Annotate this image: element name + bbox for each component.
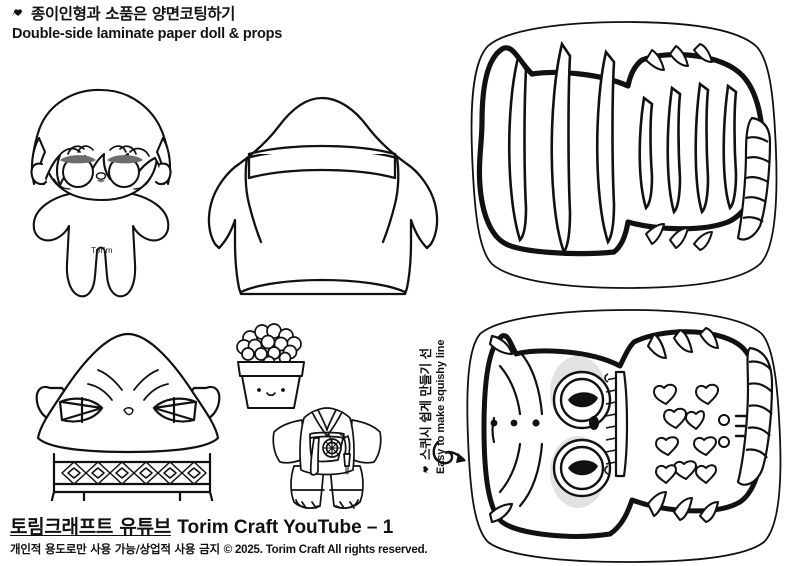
piece-hanbok: [272, 407, 382, 509]
squishy-note: 스퀴시 쉽게 만들기 선 Easy to make squishy line: [418, 304, 482, 474]
header-english-text: Double-side laminate paper doll & props: [12, 26, 283, 42]
footer-title: 토림크래프트 유튜브 Torim Craft YouTube – 1: [10, 515, 427, 540]
piece-squishy-face: [466, 309, 782, 563]
piece-squishy-body: [470, 21, 778, 289]
header-note: 종이인형과 소품은 양면코팅하기 Double-side laminate pa…: [12, 4, 432, 44]
footer-subtitle: 개인적 용도로만 사용 가능/상업적 사용 금지 © 2025. Torim C…: [10, 541, 428, 558]
squishy-note-korean-line: 스퀴시 쉽게 만들기 선: [418, 304, 434, 474]
footer: 토림크래프트 유튜브 Torim Craft YouTube – 1 개인적 용…: [10, 515, 428, 558]
piece-hoodie: [207, 96, 439, 296]
piece-flower-pot: [236, 323, 305, 409]
piece-tiger-hood: [35, 332, 221, 501]
header-korean-text: 종이인형과 소품은 양면코팅하기: [31, 5, 236, 23]
header-korean-line: 종이인형과 소품은 양면코팅하기: [12, 4, 432, 24]
heart-icon: [422, 463, 433, 474]
footer-title-english: Torim Craft YouTube – 1: [177, 517, 394, 538]
footer-subtitle-korean: 개인적 용도로만 사용 가능/상업적 사용 금지: [10, 542, 220, 556]
doll-body-label: Torim: [91, 245, 113, 255]
heart-icon: [12, 8, 26, 22]
piece-paper-doll: [30, 88, 172, 298]
curved-arrow-right-icon: [432, 440, 466, 465]
footer-title-korean: 토림크래프트 유튜브: [10, 516, 171, 538]
footer-subtitle-english: © 2025. Torim Craft All rights reserved.: [223, 544, 428, 556]
